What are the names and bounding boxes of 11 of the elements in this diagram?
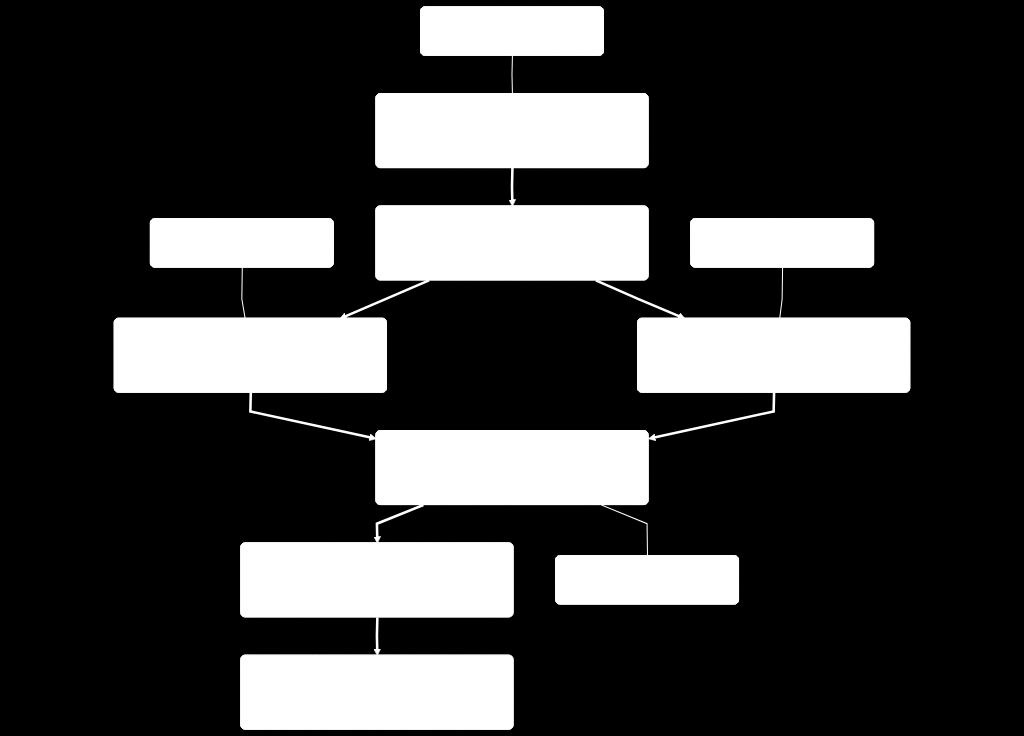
connector <box>779 267 784 320</box>
arrow <box>595 279 686 320</box>
arrow <box>339 279 430 320</box>
connector <box>511 55 513 95</box>
connector <box>241 267 246 320</box>
arrow <box>373 617 381 656</box>
connector <box>600 504 648 557</box>
arrow <box>249 392 377 441</box>
arrow <box>508 168 516 207</box>
arrow <box>648 392 776 441</box>
arrow <box>373 503 424 544</box>
